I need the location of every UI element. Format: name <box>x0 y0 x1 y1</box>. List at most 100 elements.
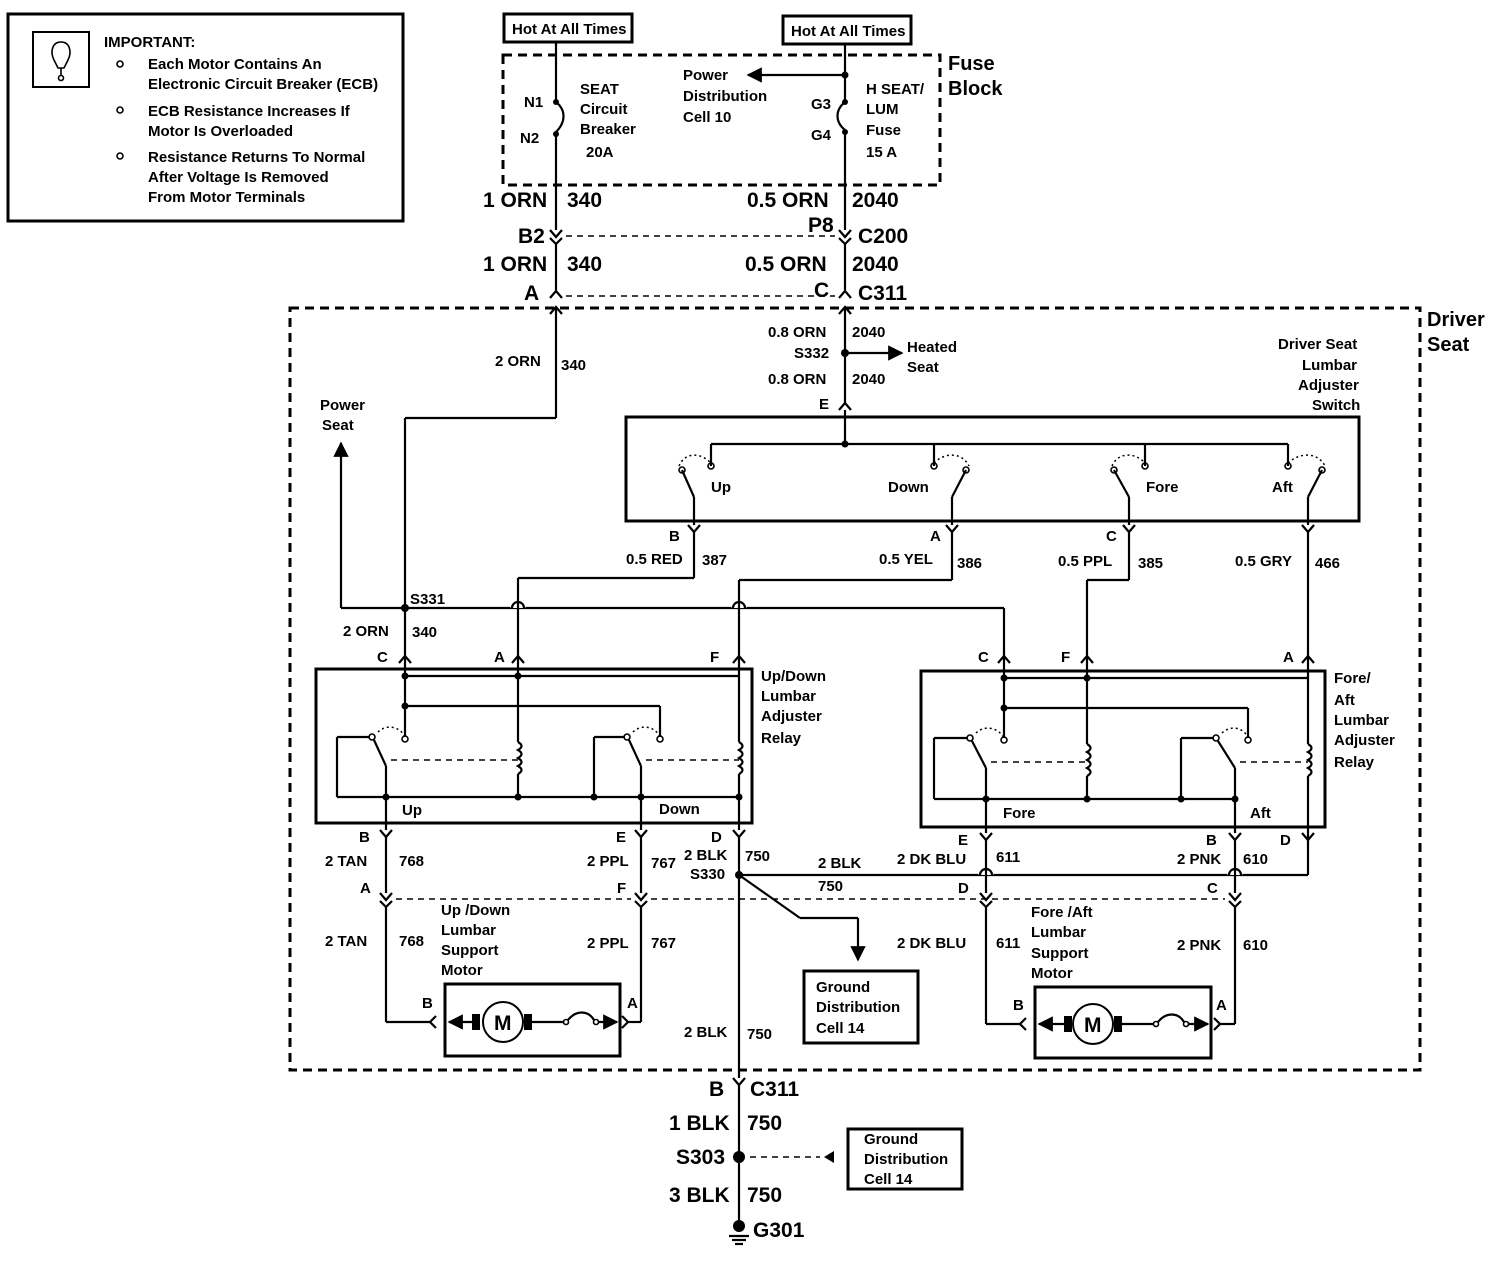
inline-connector-motor-2: D C <box>958 880 1242 909</box>
svg-text:340: 340 <box>567 189 602 212</box>
wire-340-c200-to-c311: 1 ORN 340 <box>483 253 602 276</box>
ud-relay-contact-down: Down <box>659 801 700 818</box>
wire-387: 0.5 RED 387 <box>626 551 727 569</box>
wire-2040-s332-to-switch: 0.8 ORN 2040 <box>768 371 885 388</box>
svg-text:0.5 GRY: 0.5 GRY <box>1235 553 1292 570</box>
splice-s332: S332 <box>794 345 829 362</box>
wire-2040-fuse-to-c200: 0.5 ORN 2040 <box>747 189 899 212</box>
wire-750-s303-to-g301: 3 BLK 750 <box>669 1184 782 1207</box>
breaker-label-line-2: Circuit <box>580 101 628 118</box>
wire-768-relay: 2 TAN 768 <box>325 853 424 870</box>
wire-386: 0.5 YEL 386 <box>879 551 982 572</box>
svg-text:2 ORN: 2 ORN <box>495 353 541 370</box>
fa-relay-coil-2 <box>1305 743 1313 777</box>
power-seat-label: Power Seat <box>320 397 365 434</box>
fa-motor-title-line-2: Lumbar <box>1031 924 1086 941</box>
fa-motor-title-line-1: Fore /Aft <box>1031 904 1093 921</box>
fa-relay-contact-fore: Fore <box>1003 805 1036 822</box>
svg-text:Ground: Ground <box>816 979 870 996</box>
svg-text:750: 750 <box>747 1026 772 1043</box>
svg-text:768: 768 <box>399 853 424 870</box>
fa-motor-conn-pin-d: D <box>958 880 969 897</box>
breaker-pin-n1: N1 <box>524 94 543 111</box>
breaker-label-line-3: Breaker <box>580 121 636 138</box>
svg-text:767: 767 <box>651 935 676 952</box>
fa-relay-coil-1 <box>1084 743 1092 777</box>
svg-text:2 ORN: 2 ORN <box>343 623 389 640</box>
svg-text:1 ORN: 1 ORN <box>483 253 547 276</box>
svg-text:Ground: Ground <box>864 1131 918 1148</box>
svg-text:Heated: Heated <box>907 339 957 356</box>
fa-relay-title-line-3: Lumbar <box>1334 712 1389 729</box>
svg-text:611: 611 <box>996 935 1020 952</box>
wire-750-relay: 2 BLK 750 <box>684 847 770 865</box>
driver-seat-boundary: Driver Seat <box>288 306 1485 1072</box>
svg-text:0.8 ORN: 0.8 ORN <box>768 324 826 341</box>
fa-relay-pin-a: A <box>1283 649 1294 666</box>
svg-text:0.8 ORN: 0.8 ORN <box>768 371 826 388</box>
ud-motor-title-line-2: Lumbar <box>441 922 496 939</box>
wire-466: 0.5 GRY 466 <box>1235 553 1340 572</box>
breaker-pin-n2: N2 <box>520 130 539 147</box>
fuse-block-title-line-1: Fuse <box>948 53 995 75</box>
switch-title-line-1: Driver Seat <box>1278 336 1357 353</box>
connector-c311-bottom: B C311 <box>709 1077 799 1101</box>
switch-pin-a: A <box>930 528 941 545</box>
svg-text:2 DK BLU: 2 DK BLU <box>897 851 966 868</box>
svg-text:750: 750 <box>747 1184 782 1207</box>
switch-pos-aft: Aft <box>1272 479 1293 496</box>
fuse-label-line-1: H SEAT/ <box>866 81 925 98</box>
c200-pin-b2: B2 <box>518 225 545 248</box>
svg-text:0.5 YEL: 0.5 YEL <box>879 551 933 568</box>
svg-text:2 BLK: 2 BLK <box>818 855 862 872</box>
notice-item-1-line-2: Electronic Circuit Breaker (ECB) <box>148 76 378 93</box>
fa-motor-symbol: M <box>1084 1014 1102 1037</box>
fa-relay-contact-aft: Aft <box>1250 805 1271 822</box>
wire-750-s330-to-fa-relay: 2 BLK 750 <box>818 855 862 895</box>
splice-s331: S331 <box>410 591 445 608</box>
svg-text:750: 750 <box>747 1112 782 1135</box>
fa-relay-title-line-4: Adjuster <box>1334 732 1395 749</box>
connector-c200: B2 P8 C200 <box>518 214 908 248</box>
foreaft-lumbar-relay: C F A Fore/ Aft Lumbar Adjuster Relay Fo… <box>919 649 1395 849</box>
fa-relay-pin-f: F <box>1061 649 1070 666</box>
connector-c311-top: A C C311 <box>524 279 907 305</box>
breaker-label-line-1: SEAT <box>580 81 619 98</box>
ud-motor-title-line-4: Motor <box>441 962 483 979</box>
notice-item-2-line-1: ECB Resistance Increases If <box>148 103 351 120</box>
wire-767-motor: 2 PPL 767 <box>587 935 676 952</box>
svg-text:2040: 2040 <box>852 324 885 341</box>
c311-name-bottom: C311 <box>750 1078 799 1101</box>
svg-text:2040: 2040 <box>852 371 885 388</box>
fa-relay-title-line-2: Aft <box>1334 692 1355 709</box>
svg-text:611: 611 <box>996 849 1020 866</box>
power-dist-line-1: Power <box>683 67 728 84</box>
notice-item-3-line-3: From Motor Terminals <box>148 189 305 206</box>
wire-750-c311-to-s303: 1 BLK 750 <box>669 1112 782 1135</box>
svg-text:3 BLK: 3 BLK <box>669 1184 730 1207</box>
wire-2040-to-s332: 0.8 ORN 2040 <box>768 324 885 341</box>
switch-pos-down: Down <box>888 479 929 496</box>
svg-text:2 PNK: 2 PNK <box>1177 851 1221 868</box>
svg-text:387: 387 <box>702 552 727 569</box>
svg-text:Seat: Seat <box>907 359 939 376</box>
svg-text:768: 768 <box>399 933 424 950</box>
svg-text:Distribution: Distribution <box>864 1151 948 1168</box>
notice-icon-frame <box>32 31 90 88</box>
fuse-symbol <box>836 101 846 131</box>
svg-text:2 PPL: 2 PPL <box>587 853 629 870</box>
wire-385: 0.5 PPL 385 <box>1058 553 1163 572</box>
wire-340-s331-to-relay: 2 ORN 340 <box>343 623 437 641</box>
wire-750-s330-to-c311: 2 BLK 750 <box>684 1024 772 1043</box>
notice-item-3-line-2: After Voltage Is Removed <box>148 169 329 186</box>
ud-relay-title-line-2: Lumbar <box>761 688 816 705</box>
wire-2040-c200-to-c311: 0.5 ORN 2040 <box>745 253 899 276</box>
updown-lumbar-motor: Up /Down Lumbar Support Motor B A M <box>422 902 638 1058</box>
driver-seat-title-line-2: Seat <box>1427 334 1470 356</box>
splice-s331-dot <box>401 604 409 612</box>
switch-pin-e: E <box>819 396 829 413</box>
fa-motor-conn-pin-c: C <box>1207 880 1218 897</box>
c311-pin-c: C <box>814 279 829 302</box>
inline-connector-motor-1: A F <box>360 880 648 909</box>
